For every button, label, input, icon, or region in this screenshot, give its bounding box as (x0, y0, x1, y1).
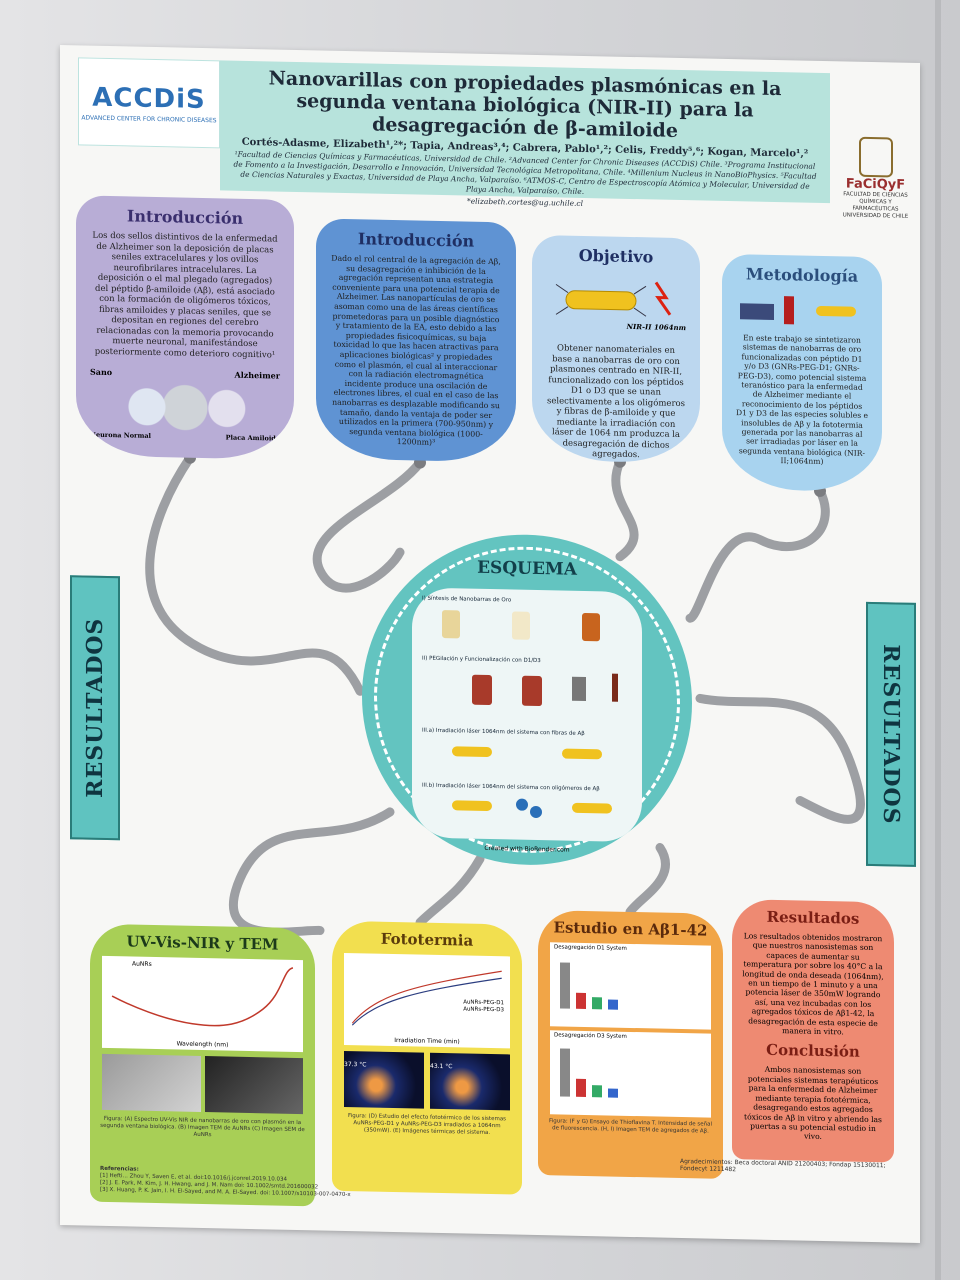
accdis-logo: ACCDiS ADVANCED CENTER FOR CHRONIC DISEA… (78, 57, 220, 149)
faculty-logo-text: FaCiQyF (845, 176, 906, 193)
thermal-images: 37.3 °C 43.1 °C (344, 1050, 510, 1111)
faculty-logo: FaCiQyF FACULTAD DE CIENCIAS QUÍMICAS Y … (838, 136, 913, 220)
photothermia-card: Fototermia AuNRs-PEG-D1 AuNRs-PEG-D3 Irr… (332, 920, 522, 1195)
logo-subtext: ADVANCED CENTER FOR CHRONIC DISEASES (81, 113, 217, 124)
temperature-curve (351, 970, 502, 1026)
normal-neuron-caption: Neurona Normal (90, 430, 152, 440)
estudio-caption: Figura: (F y G) Ensayo de Thioflavina T.… (549, 1118, 712, 1135)
brain-illustration (90, 380, 280, 435)
results-banner-right-text: RESULTADOS (878, 644, 905, 825)
intro2-title: Introducción (357, 229, 475, 251)
d3-disaggregation-chart: Desagregación D3 System (550, 1030, 711, 1118)
results-banner-left: RESULTADOS (70, 575, 120, 841)
uv-caption: Figura: (A) Espectro UV-Vis NIR de nanob… (100, 1115, 305, 1139)
results-title: Resultados (766, 907, 860, 928)
wall-seam (935, 0, 941, 1280)
faculty-name: FACULTAD DE CIENCIAS QUÍMICAS Y FARMACÉU… (842, 191, 909, 220)
estudio-title: Estudio en Aβ1-42 (553, 918, 708, 940)
intro2-text: Dado el rol central de la agregación de … (331, 253, 501, 448)
poster: ACCDiS ADVANCED CENTER FOR CHRONIC DISEA… (60, 45, 920, 1244)
intro-card-1: Introducción Los dos sellos distintivos … (76, 195, 294, 460)
scheme-illustrations (442, 610, 618, 818)
methodology-text: En este trabajo se sintetizaron sistemas… (736, 333, 869, 467)
uv-spectrum-curve (111, 967, 294, 1027)
poster-title: Nanovarillas con propiedades plasmónicas… (268, 67, 782, 142)
scheme-circle: ESQUEMA I) Síntesis de Nanobarras de Oro… (362, 531, 692, 869)
brain-labels: Sano Alzheimer (90, 367, 280, 381)
alzheimer-label: Alzheimer (234, 369, 280, 381)
d1-bars (560, 962, 618, 1010)
foto-title: Fototermia (380, 929, 474, 950)
legend-d3: AuNRs-PEG-D3 (463, 1006, 504, 1014)
scheme-panel: I) Síntesis de Nanobarras de Oro II) PEG… (412, 587, 642, 843)
abeta-study-card: Estudio en Aβ1-42 Desagregación D1 Syste… (538, 910, 723, 1179)
foto-legend: AuNRs-PEG-D1 AuNRs-PEG-D3 (463, 999, 504, 1014)
methodology-title: Metodología (745, 264, 859, 286)
methodology-card: Metodología En este trabajo se sintetiza… (722, 253, 882, 493)
objective-card: Objetivo NIR-II 1064nm Obtener nanomater… (532, 234, 700, 464)
tem-sem-images (102, 1053, 303, 1115)
thermal-image-before: 37.3 °C (344, 1050, 424, 1109)
uv-legend: AuNRs (132, 960, 152, 968)
temp-before: 37.3 °C (344, 1060, 367, 1069)
results-card: Resultados Los resultados obtenidos most… (732, 899, 894, 1163)
thermal-image-after: 43.1 °C (430, 1052, 510, 1111)
results-banner-left-text: RESULTADOS (82, 617, 109, 799)
lab-equipment-illustration (740, 296, 856, 325)
sem-image (204, 1056, 303, 1115)
intro1-title: Introducción (126, 206, 244, 228)
title-banner: Nanovarillas con propiedades plasmónicas… (220, 60, 830, 208)
temp-after: 43.1 °C (430, 1062, 453, 1071)
intro-card-2: Introducción Dado el rol central de la a… (316, 218, 516, 463)
references: Referencias: [1] Hefti... Zhou Y, Saven … (100, 1166, 360, 1199)
d1-disaggregation-chart: Desagregación D1 System (550, 942, 711, 1030)
objective-title: Objetivo (578, 245, 654, 267)
uv-xlabel: Wavelength (nm) (176, 1040, 229, 1049)
conclusion-title: Conclusión (766, 1041, 860, 1062)
objective-text: Obtener nanomateriales en base a nanobar… (546, 343, 686, 461)
uv-title: UV-Vis-NIR y TEM (126, 932, 279, 954)
conclusion-text: Ambos nanosistemas son potenciales siste… (744, 1065, 882, 1142)
logo-text: ACCDiS (92, 82, 206, 115)
foto-caption: Figura: (D) Estudio del efecto fototérmi… (347, 1113, 507, 1137)
results-text: Los resultados obtenidos mostraron que n… (742, 931, 884, 1037)
d3-bars (560, 1048, 618, 1098)
temperature-plot: AuNRs-PEG-D1 AuNRs-PEG-D3 Irradiation Ti… (344, 952, 510, 1049)
university-seal-icon (858, 136, 893, 178)
uv-spectrum-plot: AuNRs Wavelength (nm) (102, 955, 303, 1053)
healthy-label: Sano (90, 366, 113, 378)
tem-image (102, 1053, 201, 1112)
foto-xlabel: Irradiation Time (min) (394, 1037, 460, 1046)
uv-vis-card: UV-Vis-NIR y TEM AuNRs Wavelength (nm) F… (90, 923, 315, 1207)
intro1-text: Los dos sellos distintivos de la enferme… (92, 230, 278, 361)
nanorod-laser-illustration (555, 281, 672, 317)
results-banner-right: RESULTADOS (866, 601, 916, 867)
